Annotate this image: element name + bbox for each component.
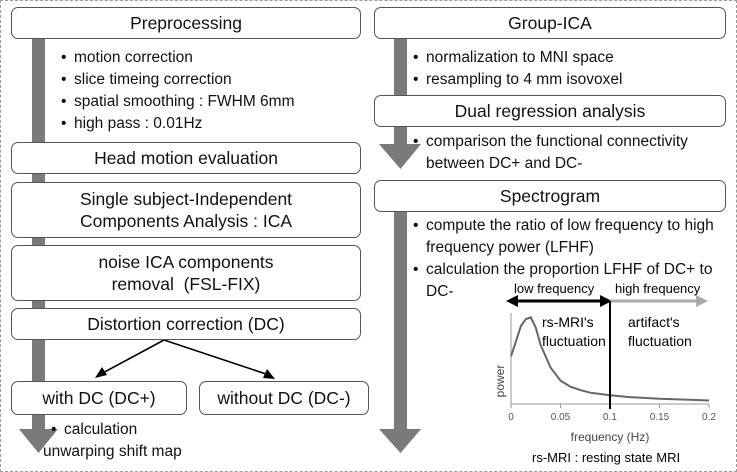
low-annotation-line-2: fluctuation (542, 333, 606, 349)
head-motion-label: Head motion evaluation (94, 148, 278, 168)
noise-removal-box: noise ICA components removal (FSL-FIX) (11, 245, 361, 301)
head-motion-box: Head motion evaluation (11, 142, 361, 174)
right-flow-arrow-lower-shaft (394, 186, 407, 431)
group-ica-title: Group-ICA (508, 13, 592, 33)
right-flow-arrow-upper-shaft (394, 31, 407, 146)
group-ica-step: resampling to 4 mm isovoxel (413, 69, 728, 91)
low-annotation-line-1: rs-MRI's (542, 314, 594, 330)
footnote: rs-MRI : resting state MRI (532, 450, 680, 465)
noise-removal-line-1: noise ICA components (98, 252, 274, 272)
single-subject-ica-line-2: Components Analysis : ICA (79, 211, 293, 231)
preprocessing-box: Preprocessing (11, 7, 361, 39)
x-tick-label: 0.05 (551, 412, 571, 423)
branch-line-dc-plus (98, 339, 165, 376)
preprocessing-step: motion correction (61, 47, 361, 69)
x-axis-label: frequency (Hz) (571, 430, 650, 444)
group-ica-steps: normalization to MNI space resampling to… (413, 47, 728, 91)
calculation-note-line-1: calculation (51, 419, 311, 441)
dual-regression-step: comparison the functional connectivity b… (413, 131, 713, 175)
dual-regression-box: Dual regression analysis (374, 95, 726, 127)
preprocessing-step: spatial smoothing : FWHM 6mm (61, 91, 361, 113)
single-subject-ica-box: Single subject-Independent Components An… (11, 182, 361, 238)
low-band-arrowhead-right (600, 295, 612, 307)
y-axis-label: power (493, 365, 507, 398)
spectrogram-title: Spectrogram (499, 186, 601, 206)
calculation-note: calculation unwarping shift map (43, 419, 311, 463)
spectrogram-step: calculation the proportion LFHF of DC+ t… (413, 259, 731, 303)
x-tick-label: 0.15 (650, 412, 670, 423)
x-tick-label: 0 (508, 412, 514, 423)
high-annotation-line-1: artifact's (628, 314, 680, 330)
high-band-arrowhead (696, 295, 708, 307)
low-band-arrowhead-left (506, 295, 518, 307)
spectrogram-steps: compute the ratio of low frequency to hi… (413, 215, 731, 303)
right-flow-arrow-upper-head (379, 144, 421, 169)
preprocessing-title: Preprocessing (130, 13, 242, 33)
branch-head-dc-minus (263, 369, 275, 379)
power-spectrum-chart: low frequency high frequency rs-MRI's fl… (493, 281, 716, 465)
x-tick-label: 0.1 (603, 412, 617, 423)
with-dc-box: with DC (DC+) (11, 381, 187, 415)
spectrogram-box: Spectrogram (374, 180, 726, 212)
single-subject-ica-line-1: Single subject-Independent (79, 189, 293, 209)
low-band-label: low frequency (514, 281, 595, 296)
branch-line-dc-minus (163, 339, 270, 376)
branch-head-dc-plus (95, 367, 107, 378)
with-dc-label: with DC (DC+) (42, 388, 156, 408)
without-dc-box: without DC (DC-) (199, 381, 369, 415)
high-band-label: high frequency (615, 281, 701, 296)
noise-removal-line-2: removal (FSL-FIX) (111, 274, 261, 294)
dual-regression-title: Dual regression analysis (454, 101, 646, 121)
group-ica-step: normalization to MNI space (413, 47, 728, 69)
distortion-correction-label: Distortion correction (DC) (87, 314, 285, 334)
group-ica-box: Group-ICA (374, 7, 726, 39)
dual-regression-steps: comparison the functional connectivity b… (413, 131, 713, 175)
left-flow-arrowhead (19, 429, 58, 453)
preprocessing-step: slice timeing correction (61, 69, 361, 91)
distortion-correction-box: Distortion correction (DC) (11, 308, 361, 340)
right-flow-arrow-lower-head (379, 429, 421, 453)
preprocessing-step: high pass : 0.01Hz (61, 113, 361, 135)
high-annotation-line-2: fluctuation (628, 333, 692, 349)
without-dc-label: without DC (DC-) (217, 388, 351, 408)
preprocessing-steps: motion correction slice timeing correcti… (61, 47, 361, 135)
calculation-note-line-2: unwarping shift map (43, 443, 182, 460)
power-curve (510, 316, 710, 402)
x-tick-group: 0 0.05 0.1 0.15 0.2 (508, 404, 716, 423)
x-tick-label: 0.2 (702, 412, 716, 423)
spectrogram-step: compute the ratio of low frequency to hi… (413, 215, 731, 259)
